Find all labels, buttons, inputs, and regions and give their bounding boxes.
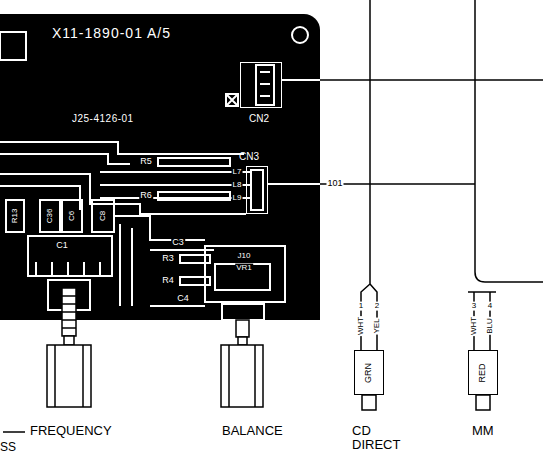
part-label: C6 xyxy=(68,210,77,222)
copper-trace xyxy=(282,79,320,81)
part-label: YEL xyxy=(373,317,382,334)
part-label: MM xyxy=(472,424,494,438)
frequency-pot xyxy=(55,345,83,407)
node-label: CN3 xyxy=(239,151,259,162)
copper-trace xyxy=(0,32,26,60)
part-label: 4 xyxy=(487,302,493,311)
node-label: X11-1890-01 A/5 xyxy=(52,26,171,41)
wire xyxy=(361,0,370,350)
copper-trace xyxy=(36,262,100,276)
copper-trace xyxy=(40,200,60,232)
balance-pot xyxy=(221,345,263,407)
node-label: GRN xyxy=(364,363,374,383)
balance-pot xyxy=(236,320,249,337)
copper-trace xyxy=(114,216,205,240)
copper-trace xyxy=(6,200,24,232)
copper-trace xyxy=(226,94,238,106)
part-label: BLU xyxy=(486,317,495,335)
part-label: R13 xyxy=(11,208,20,225)
copper-trace xyxy=(0,142,244,154)
node-label: CN2 xyxy=(249,113,269,124)
copper-trace xyxy=(256,65,274,105)
frequency-pot xyxy=(47,345,91,407)
plug-stem xyxy=(362,395,490,410)
part-label: J10 xyxy=(237,252,252,261)
copper-trace xyxy=(0,27,320,320)
part-label: 1 xyxy=(358,302,364,311)
part-label: WHT xyxy=(357,316,366,336)
copper-trace xyxy=(222,304,264,320)
board-traces xyxy=(0,14,320,320)
part-label: R4 xyxy=(161,276,175,286)
frequency-pot xyxy=(64,336,74,345)
part-label: L9 xyxy=(232,194,243,203)
frequency-pot xyxy=(62,288,76,336)
copper-trace xyxy=(251,170,263,210)
connector-cn3: CN3 xyxy=(246,166,268,214)
part-label: 3 xyxy=(471,302,477,311)
balance-pot xyxy=(221,320,263,407)
wire xyxy=(468,291,496,293)
copper-trace xyxy=(268,183,320,185)
plug-housing: RED xyxy=(468,350,498,395)
copper-trace xyxy=(205,246,285,302)
circuit-board: X11-1890-01 A/5J25-4126-01 CN2CN3 xyxy=(0,14,320,320)
part-label: 101 xyxy=(326,179,343,189)
copper-trace xyxy=(62,200,82,232)
plug-housing: GRN xyxy=(354,350,384,395)
part-label: C3 xyxy=(171,238,185,248)
part-label: 2 xyxy=(374,302,380,311)
part-label: L7 xyxy=(232,168,243,177)
copper-trace xyxy=(100,172,251,198)
part-label: R5 xyxy=(139,157,153,167)
part-label: CD DIRECT xyxy=(352,424,422,453)
copper-trace xyxy=(120,224,132,306)
part-label: C8 xyxy=(99,210,108,222)
copper-trace xyxy=(292,27,308,43)
wire xyxy=(475,0,543,282)
wire xyxy=(3,431,25,433)
part-label: WHT xyxy=(470,316,479,336)
copper-trace xyxy=(48,280,90,310)
copper-trace xyxy=(0,154,130,164)
balance-pot xyxy=(229,345,255,407)
part-label: L8 xyxy=(232,181,243,190)
node-label: RED xyxy=(478,363,488,382)
plug-stem xyxy=(476,395,490,410)
part-label: C1 xyxy=(55,241,69,251)
part-label: C36 xyxy=(46,208,55,225)
wire xyxy=(318,79,543,81)
connector-cn2: CN2 xyxy=(240,62,282,108)
node-label: J25-4126-01 xyxy=(72,113,134,124)
copper-trace xyxy=(28,236,112,276)
part-label: SS xyxy=(0,441,16,454)
copper-trace xyxy=(215,264,270,290)
copper-trace xyxy=(158,158,230,166)
copper-trace xyxy=(260,72,270,96)
part-label: BALANCE xyxy=(222,424,283,438)
frequency-pot xyxy=(62,296,76,328)
part-label: FREQUENCY xyxy=(30,424,112,438)
copper-trace xyxy=(92,200,114,232)
part-label: R3 xyxy=(161,254,175,264)
copper-trace xyxy=(0,174,246,214)
part-label: VR1 xyxy=(235,264,253,273)
balance-pot xyxy=(238,337,247,345)
copper-trace xyxy=(226,94,238,106)
plug-stem xyxy=(362,395,376,410)
part-label: R6 xyxy=(139,191,153,201)
part-label: C4 xyxy=(176,294,190,304)
